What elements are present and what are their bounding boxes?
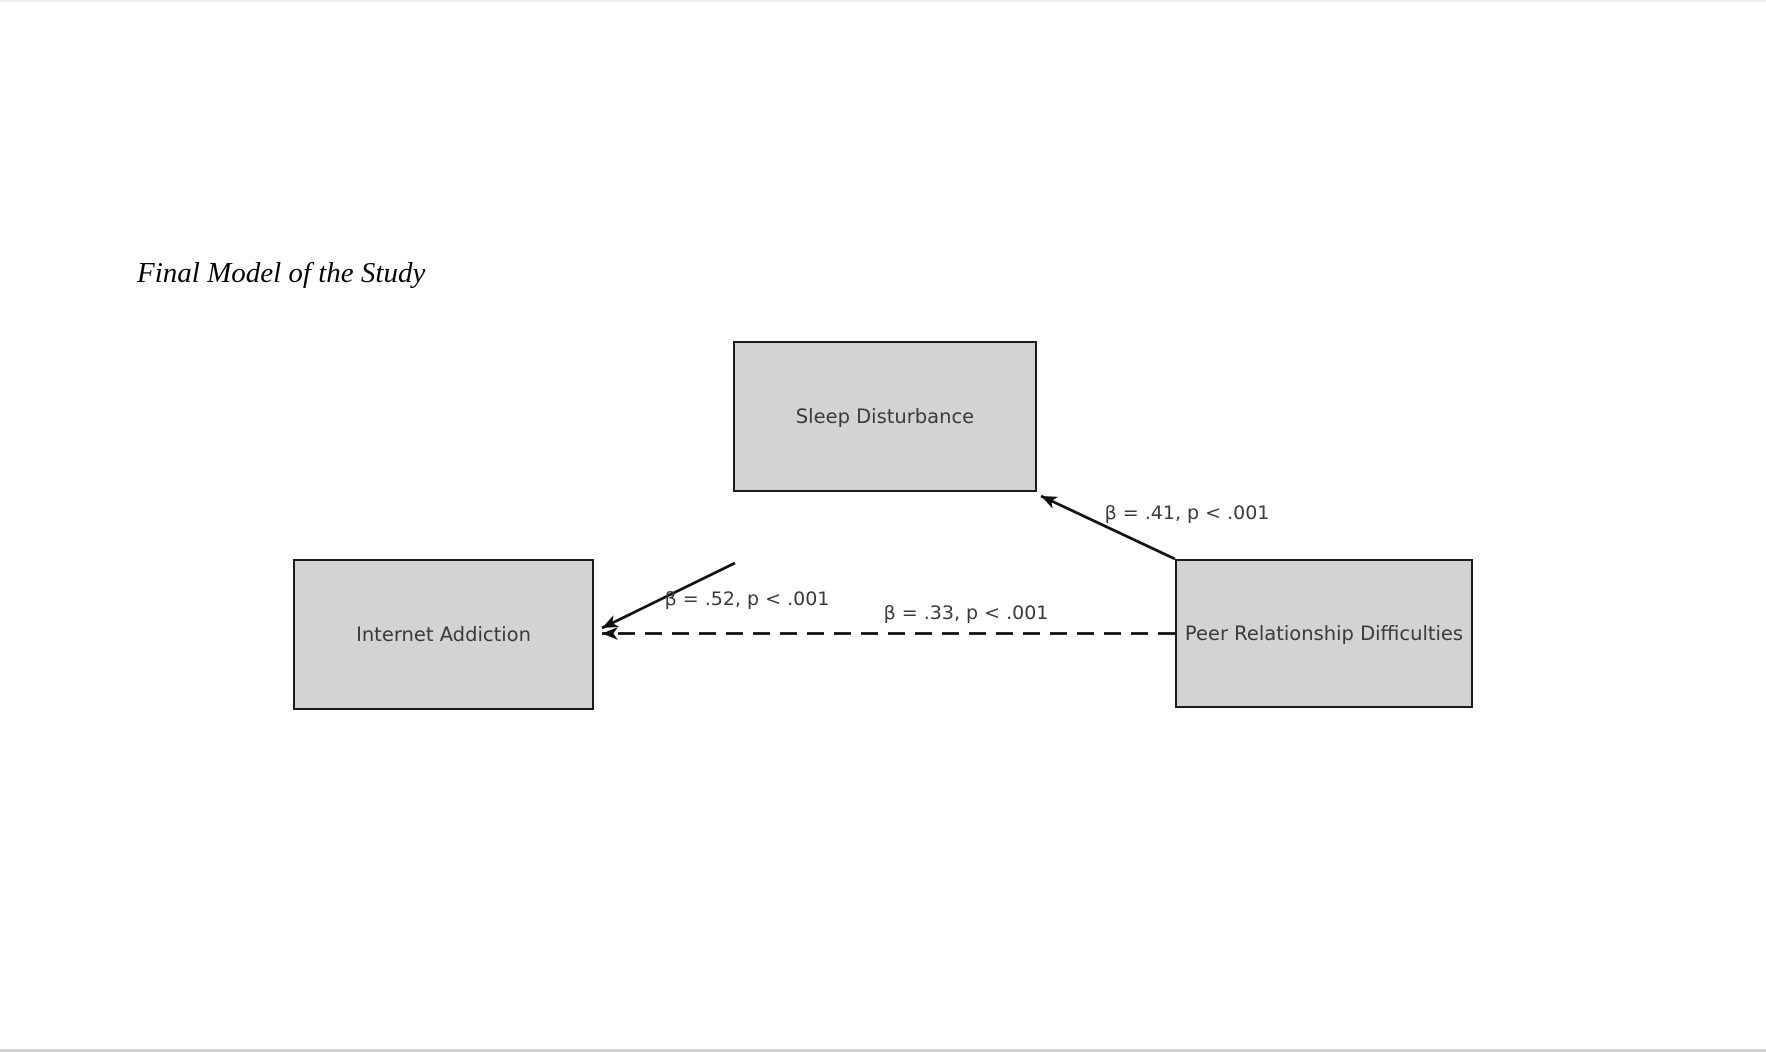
node-internet-addiction-label: Internet Addiction (356, 622, 531, 646)
node-sleep-disturbance-label: Sleep Disturbance (795, 404, 975, 428)
figure-title: Final Model of the Study (137, 257, 426, 289)
node-peer-relationship-difficulties-label: Peer Relationship Difficulties (1184, 621, 1464, 645)
path-label-sleep-to-internet: β = .52, p < .001 (664, 588, 830, 610)
bottom-edge-divider (0, 1049, 1766, 1052)
path-label-peer-to-internet: β = .33, p < .001 (883, 602, 1049, 624)
path-label-peer-to-sleep: β = .41, p < .001 (1104, 502, 1270, 524)
node-peer-relationship-difficulties: Peer Relationship Difficulties (1175, 559, 1473, 708)
node-internet-addiction: Internet Addiction (293, 559, 594, 710)
top-edge-divider (0, 0, 1766, 3)
node-sleep-disturbance: Sleep Disturbance (733, 341, 1037, 492)
